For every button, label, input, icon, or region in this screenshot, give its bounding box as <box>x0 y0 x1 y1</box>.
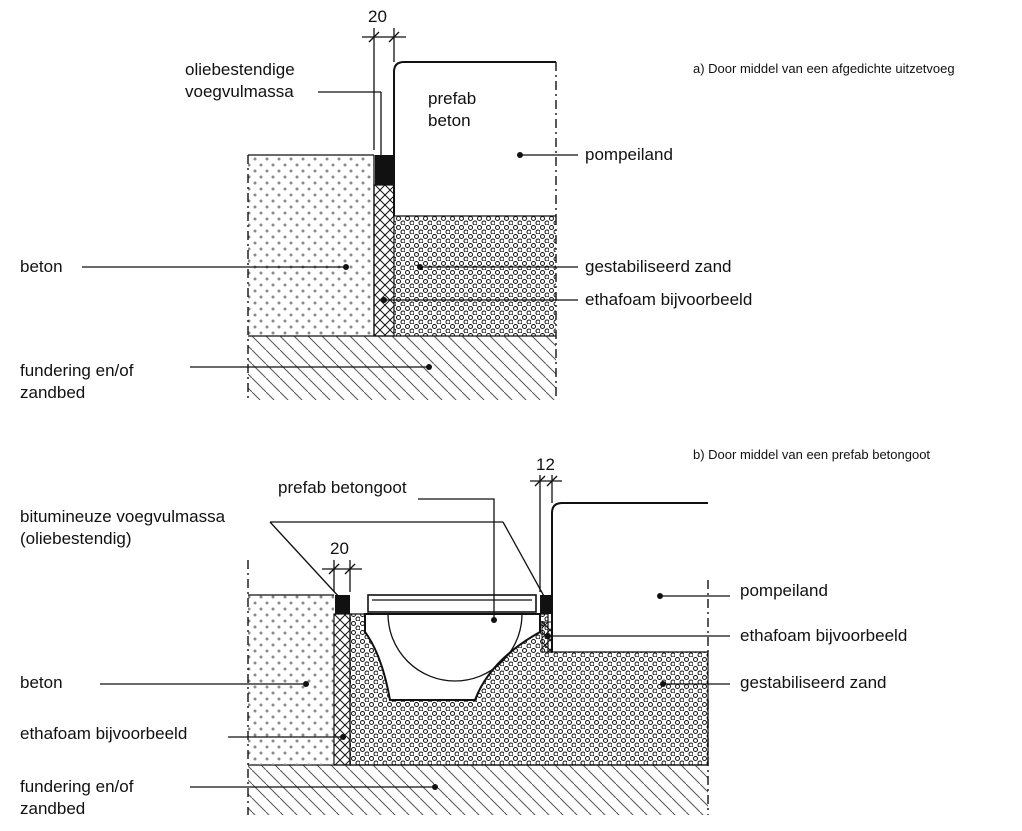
label-ethafoam-b-left: ethafoam bijvoorbeeld <box>20 724 187 743</box>
pump-island-outline <box>551 502 708 652</box>
label-sealant-a-2: voegvulmassa <box>185 82 294 101</box>
label-concrete-b: beton <box>20 673 63 692</box>
label-ethafoam-b-right: ethafoam bijvoorbeeld <box>740 626 907 645</box>
label-sealant-a-1: oliebestendige <box>185 60 295 79</box>
label-foundation-b-2: zandbed <box>20 799 85 818</box>
label-foundation-a-2: zandbed <box>20 383 85 402</box>
prefab-concrete-outline <box>393 61 556 216</box>
label-sand-a: gestabiliseerd zand <box>585 257 731 276</box>
label-sealant-b-1: bitumineuze voegvulmassa <box>20 507 226 526</box>
dimension-12-b: 12 <box>536 455 555 474</box>
joint-sealant-b-left <box>335 595 350 614</box>
ethafoam-strip-b <box>333 613 351 766</box>
diagram-b-caption: b) Door middel van een prefab betongoot <box>693 447 930 462</box>
diagram-a-caption: a) Door middel van een afgedichte uitzet… <box>693 61 955 76</box>
stabilized-sand-b <box>349 613 709 766</box>
concrete-slab-b <box>248 595 334 765</box>
concrete-slab <box>248 155 374 336</box>
label-prefab-gutter: prefab betongoot <box>278 478 407 497</box>
ethafoam-strip <box>373 184 395 337</box>
prefab-gutter <box>364 613 541 701</box>
dimension-20-a: 20 <box>368 7 387 26</box>
label-prefab-a-2: beton <box>428 111 471 130</box>
label-pump-island-b: pompeiland <box>740 581 828 600</box>
joint-sealant-b-right <box>540 595 552 614</box>
label-ethafoam-a: ethafoam bijvoorbeeld <box>585 290 752 309</box>
label-prefab-a-1: prefab <box>428 89 476 108</box>
diagram-b: b) Door middel van een prefab betongoot … <box>20 447 930 818</box>
gutter-grate <box>367 594 537 613</box>
foundation-layer-b <box>248 765 708 815</box>
dimension-20-b: 20 <box>330 539 349 558</box>
label-foundation-a-1: fundering en/of <box>20 361 134 380</box>
stabilized-sand <box>394 216 556 336</box>
label-sealant-b-2: (oliebestendig) <box>20 529 132 548</box>
joint-sealant <box>375 155 393 185</box>
label-pump-island-a: pompeiland <box>585 145 673 164</box>
label-foundation-b-1: fundering en/of <box>20 777 134 796</box>
label-concrete-a: beton <box>20 257 63 276</box>
foundation-layer <box>248 336 556 400</box>
diagram-a: a) Door middel van een afgedichte uitzet… <box>20 7 955 402</box>
label-sand-b: gestabiliseerd zand <box>740 673 886 692</box>
